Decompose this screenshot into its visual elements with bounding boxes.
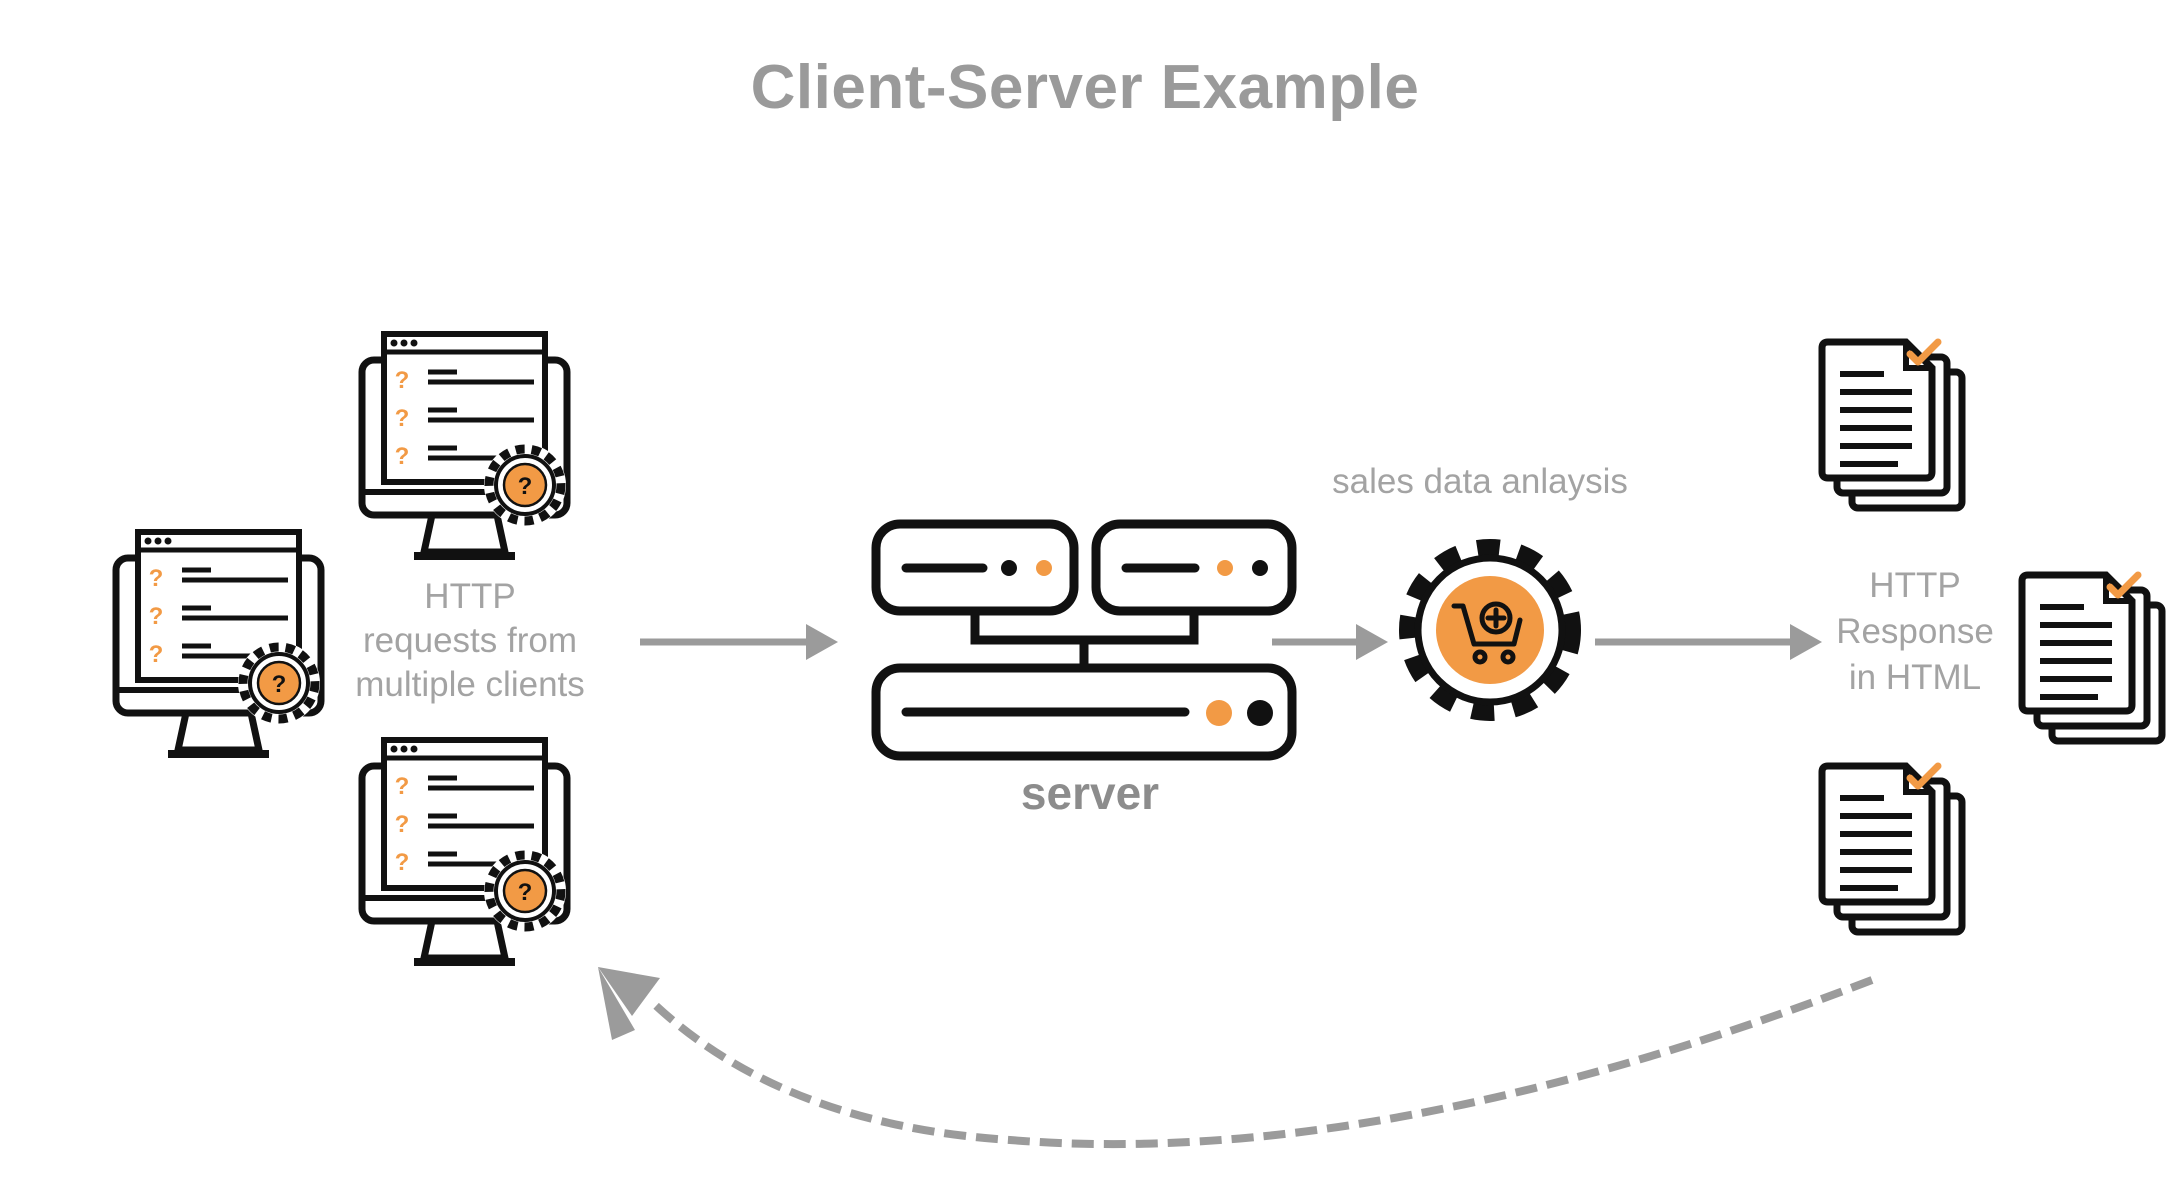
client-monitor-bottom-icon: [362, 740, 567, 962]
response-document-right-icon: [2022, 575, 2162, 741]
requests-label: HTTP requests from multiple clients: [355, 577, 585, 704]
response-document-top-icon: [1822, 342, 1962, 508]
analysis-label: sales data anlaysis: [1332, 462, 1628, 501]
processing-arrow: [1272, 624, 1388, 660]
server-label: server: [1020, 767, 1160, 819]
return-arrow: [598, 967, 1874, 1149]
client-monitor-left-icon: [116, 532, 321, 754]
client-monitor-top-icon: [362, 334, 567, 556]
response-arrow: [1595, 624, 1822, 660]
cart-gear-icon: [1399, 539, 1581, 721]
diagram-title: Client-Server Example: [750, 53, 1420, 122]
response-document-bottom-icon: [1822, 766, 1962, 932]
server-icon: [871, 519, 1297, 761]
response-label: HTTP Response in HTML: [1836, 566, 1994, 697]
request-arrow: [640, 624, 838, 660]
